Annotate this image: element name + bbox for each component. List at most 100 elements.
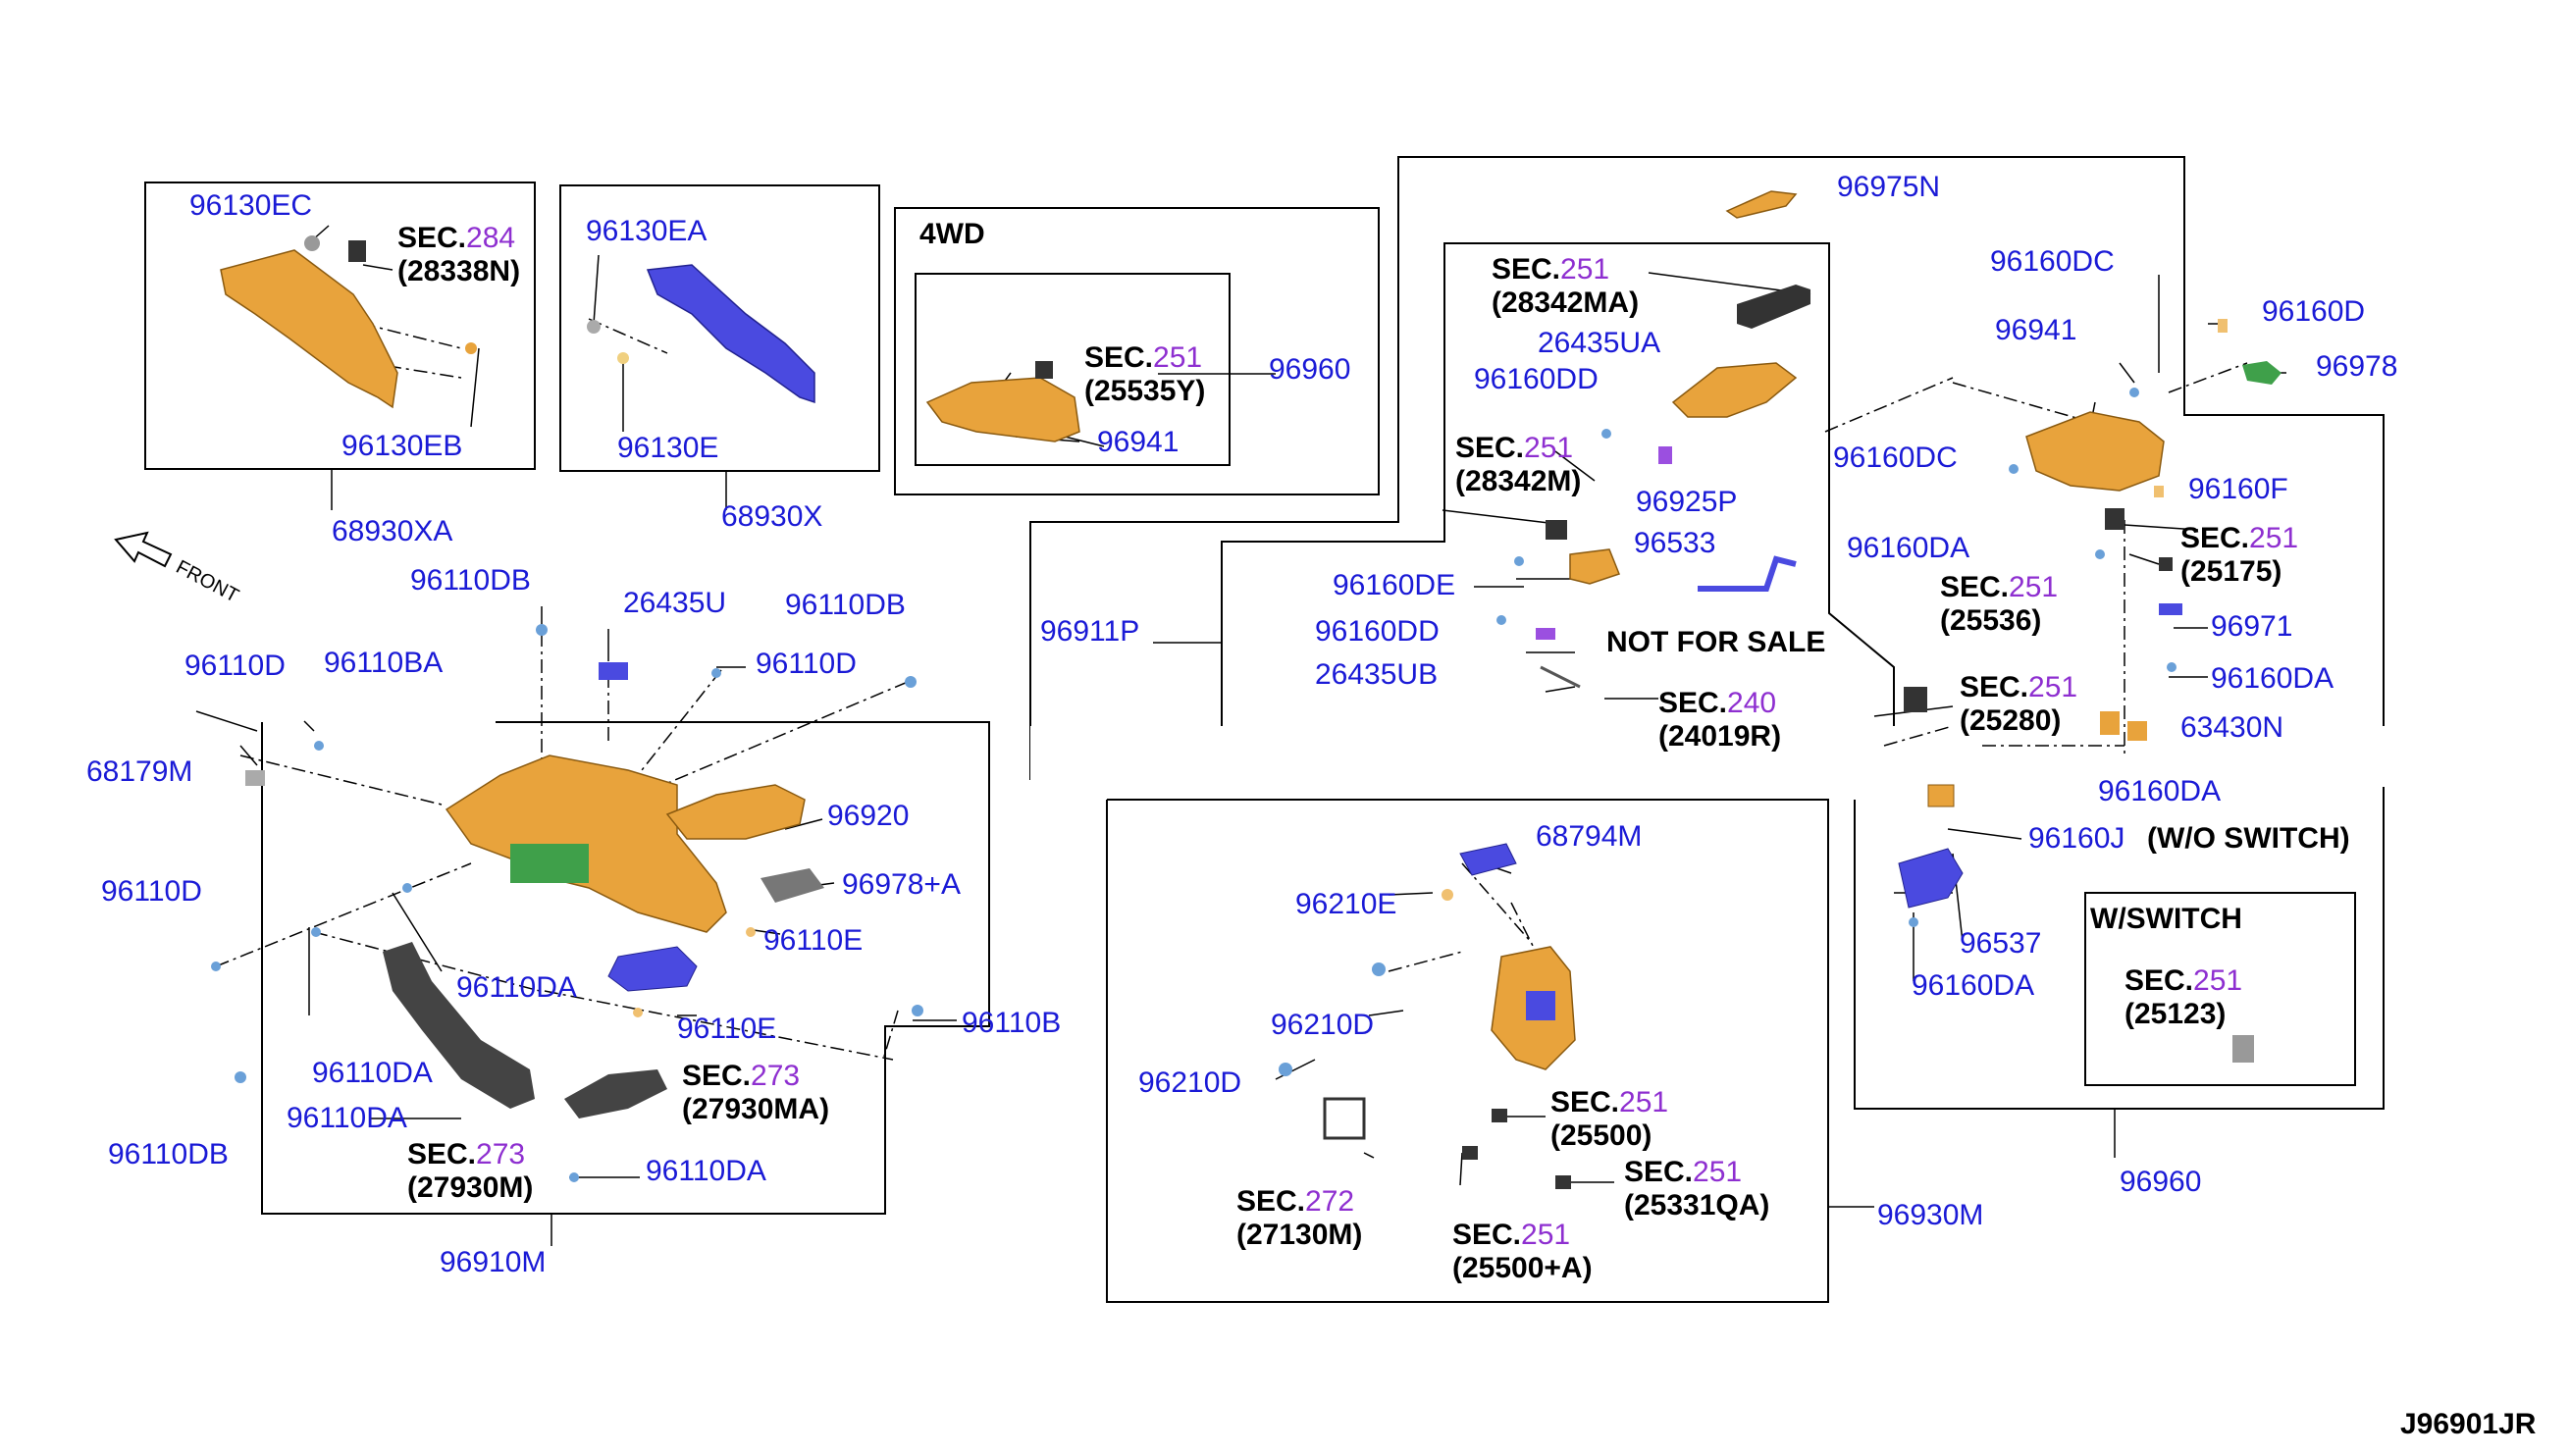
label-96110da-d: 96110DA [646,1155,766,1187]
part-96110db-clip-b [905,676,917,688]
sec-251-25123: SEC.251(25123) [2124,964,2243,1030]
label-96911p: 96911P [1040,615,1140,648]
part-27930ma-duct [564,1069,667,1118]
part-24019r [1540,665,1581,689]
diagram-code: J96901JR [2400,1408,2537,1440]
label-96925p: 96925P [1636,486,1738,518]
box-4wd-inner [915,273,1231,466]
sec-273-27930ma: SEC.273(27930MA) [682,1060,830,1125]
sec-251-25535y: SEC.251(25535Y) [1084,341,1206,407]
part-96210d-clip-b [1279,1063,1292,1076]
part-63430n-a [2100,711,2120,735]
label-96130eb: 96130EB [341,430,463,462]
label-96110e-b: 96110E [677,1013,777,1045]
label-96210d-b: 96210D [1138,1066,1242,1099]
part-96110da-clip-a [402,883,412,893]
label-96975n: 96975N [1837,171,1941,203]
sec-251-25500a: SEC.251(25500+A) [1452,1219,1593,1284]
part-96110d-clip-b [211,962,221,971]
front-label: FRONT [173,556,242,607]
label-68179m: 68179M [86,755,193,788]
label-96160da-d: 96160DA [1912,969,2035,1002]
label-96160dc-b: 96160DC [1833,442,1958,474]
part-96975n [1725,190,1798,219]
part-96110ba-clip [314,741,324,751]
label-96920: 96920 [827,800,910,832]
part-96160dc-clip-a [2129,388,2139,397]
box-96130ea [559,184,880,472]
front-arrow-icon [114,531,173,568]
part-96160dd-clip-a [1601,429,1611,439]
label-96910m: 96910M [440,1246,547,1278]
label-96941: 96941 [1995,314,2077,346]
label-96941-4wd: 96941 [1097,426,1180,458]
part-96160da-clip-a [2095,549,2105,559]
sec-251-28342m: SEC.251(28342M) [1455,432,1582,497]
sec-251-25536: SEC.251(25536) [1940,571,2059,637]
part-68179m [245,770,265,786]
label-96110e-a: 96110E [763,924,864,957]
label-96160da-c: 96160DA [2098,775,2222,807]
box-96130ec [144,182,536,470]
label-68930x: 68930X [721,500,823,533]
box-title-w-switch: W/SWITCH [2090,903,2242,935]
label-96130e: 96130E [617,432,719,464]
label-96210d-a: 96210D [1271,1009,1375,1041]
label-96110db-a: 96110DB [410,564,531,597]
part-96160de-clip [1514,556,1524,566]
label-96978: 96978 [2316,350,2398,383]
part-96978 [2242,361,2282,385]
label-96110d-b: 96110D [756,648,857,680]
part-96130ea-clip [587,320,601,334]
box-upper-frame [1029,156,2385,1110]
part-96160dc-clip-b [2009,464,2019,474]
label-96960-4wd: 96960 [1269,353,1351,386]
label-96533: 96533 [1634,527,1716,559]
part-96533 [1569,548,1620,585]
part-96160da-clip-c [1909,917,1918,927]
part-96930m-switch [1526,991,1555,1020]
label-26435ua: 26435UA [1538,327,1661,359]
label-96110b: 96110B [962,1007,1062,1039]
part-96130ec-panel [220,249,398,409]
sec-251-25331qa: SEC.251(25331QA) [1624,1156,1770,1222]
box-4wd-outer [894,207,1380,495]
part-25331qa [1555,1175,1571,1189]
label-68794m: 68794M [1536,820,1643,853]
label-26435ub: 26435UB [1315,658,1439,691]
part-96160f [2154,486,2164,497]
part-96925p [1671,362,1798,418]
part-25123-switch [2232,1035,2254,1063]
box-w-switch [2084,892,2356,1086]
box-title-4wd: 4WD [919,218,985,250]
label-96160da-b: 96160DA [2211,662,2334,695]
label-96110d-a: 96110D [184,650,286,682]
part-console-base [607,946,698,992]
label-96160de: 96160DE [1333,569,1456,601]
label-96160da-a: 96160DA [1847,532,1970,564]
part-96130eb-clip [465,342,477,354]
part-96978a-mat-console [510,844,589,883]
label-63430n: 63430N [2180,711,2284,744]
part-63430n-b [2127,721,2147,741]
sec-273-27930m: SEC.273(27930M) [407,1138,534,1204]
part-96110e-clip-b [633,1008,643,1017]
part-96110da-clip-b [311,927,321,937]
part-25280 [1904,687,1927,712]
label-26435u: 26435U [623,587,727,619]
label-96110da-a: 96110DA [456,971,577,1004]
part-96110e-clip-a [746,927,756,937]
note-not-for-sale: NOT FOR SALE [1606,626,1826,658]
part-96971 [2159,603,2182,615]
box-console-region [261,721,990,1215]
part-96110db-clip-c [235,1071,246,1083]
part-96911p-harness [1698,555,1797,592]
label-96960: 96960 [2120,1166,2202,1198]
note-wo-switch: (W/O SWITCH) [2147,822,2350,855]
sec-251-25280: SEC.251(25280) [1960,671,2078,737]
label-96930m: 96930M [1877,1199,1984,1231]
box-harness-frame [1221,242,1895,780]
box-lower-console [1106,799,1829,1303]
